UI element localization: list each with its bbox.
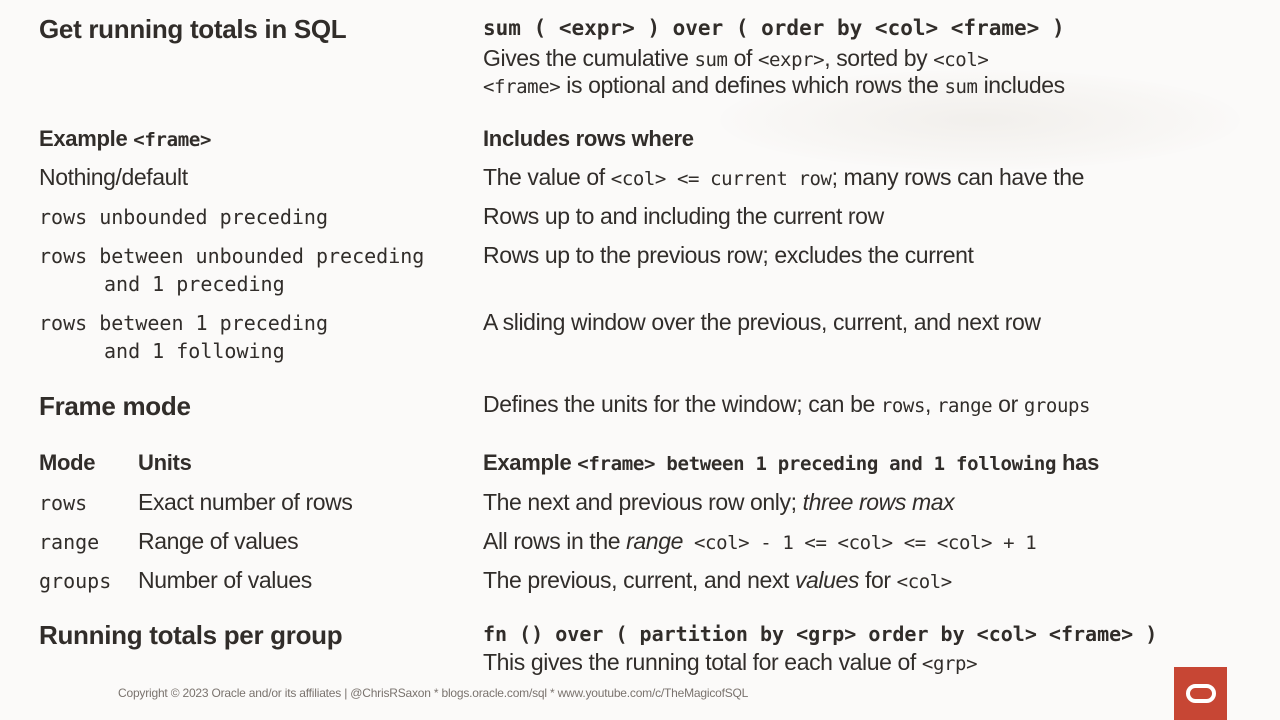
mode-row-0-units: Exact number of rows <box>138 489 353 515</box>
emphasis: range <box>626 528 683 554</box>
mode-row-1-units: Range of values <box>138 528 299 554</box>
mode-row-1-example: All rows in the range <col> - 1 <= <col>… <box>483 528 1037 555</box>
oracle-logo <box>1174 667 1227 720</box>
code: sum <box>694 49 728 71</box>
code: <expr> <box>757 49 825 71</box>
per-group-code: fn () over ( partition by <grp> order by… <box>483 622 1158 646</box>
code: range <box>936 395 993 417</box>
frame-row-0-frame: Nothing/default <box>39 164 188 190</box>
text: , sorted by <box>824 45 934 71</box>
page-title: Get running totals in SQL <box>39 14 347 44</box>
frame-mode-heading: Frame mode <box>39 391 191 421</box>
code: <frame> <box>483 76 561 98</box>
text: is optional and defines which rows the <box>560 72 945 98</box>
frame-row-2-frame: rows between unbounded preceding <box>39 244 425 268</box>
emphasis: values <box>794 567 860 593</box>
text: for <box>859 567 897 593</box>
text: Gives the cumulative <box>483 45 695 71</box>
text: includes <box>977 72 1066 98</box>
frame-table-header-includes: Includes rows where <box>483 126 694 151</box>
frame-row-2-frame-cont: and 1 preceding <box>104 272 285 296</box>
text: Example <box>39 126 134 151</box>
text: The previous, current, and next <box>483 567 795 593</box>
mode-table-header-mode: Mode <box>39 450 96 475</box>
mode-row-2-example: The previous, current, and next values f… <box>483 567 952 594</box>
mode-row-0-mode: rows <box>39 491 88 515</box>
code: <frame> <box>133 129 212 151</box>
text: The value of <box>483 164 611 190</box>
frame-row-3-desc: A sliding window over the previous, curr… <box>483 309 1041 335</box>
syntax-desc-line2: <frame> is optional and defines which ro… <box>483 72 1065 99</box>
code: rows <box>880 395 926 417</box>
code: <col> - 1 <= <col> <= <col> + 1 <box>682 532 1037 554</box>
frame-row-3-frame: rows between 1 preceding <box>39 311 328 335</box>
code: <grp> <box>921 653 978 675</box>
frame-row-1-desc: Rows up to and including the current row <box>483 203 884 229</box>
mode-row-2-units: Number of values <box>138 567 312 593</box>
per-group-heading: Running totals per group <box>39 620 343 650</box>
mode-row-0-example: The next and previous row only; three ro… <box>483 489 955 516</box>
text: has <box>1056 450 1100 475</box>
text: This gives the running total for each va… <box>483 649 922 675</box>
emphasis: three rows max <box>802 489 955 515</box>
frame-row-0-desc: The value of <col> <= current row; many … <box>483 164 1084 191</box>
oracle-logo-icon <box>1185 684 1216 703</box>
text: Defines the units for the window; can be <box>483 391 881 417</box>
per-group-desc: This gives the running total for each va… <box>483 649 978 676</box>
frame-table-header-example: Example <frame> <box>39 126 212 152</box>
text: ; many rows can have the <box>831 164 1085 190</box>
code: <col> <box>933 49 989 71</box>
text: The next and previous row only; <box>483 489 803 515</box>
text: of <box>727 45 758 71</box>
text: , <box>925 391 937 417</box>
code: groups <box>1023 395 1091 417</box>
text: Example <box>483 450 578 475</box>
frame-row-2-desc: Rows up to the previous row; excludes th… <box>483 242 974 268</box>
frame-mode-desc: Defines the units for the window; can be… <box>483 391 1090 418</box>
text: or <box>992 391 1024 417</box>
mode-row-2-mode: groups <box>39 569 112 593</box>
frame-row-1-frame: rows unbounded preceding <box>39 205 328 229</box>
code: <col> <= current row <box>610 168 832 190</box>
code: <col> <box>896 571 953 593</box>
syntax-code: sum ( <expr> ) over ( order by <col> <fr… <box>483 16 1065 40</box>
copyright-footer: Copyright © 2023 Oracle and/or its affil… <box>118 686 749 700</box>
mode-table-header-example: Example <frame> between 1 preceding and … <box>483 450 1099 476</box>
syntax-desc-line1: Gives the cumulative sum of <expr>, sort… <box>483 45 989 72</box>
text: All rows in the <box>483 528 627 554</box>
code: <frame> between 1 preceding and 1 follow… <box>577 453 1057 475</box>
mode-row-1-mode: range <box>39 530 100 554</box>
frame-row-3-frame-cont: and 1 following <box>104 339 285 363</box>
code: sum <box>944 76 978 98</box>
mode-table-header-units: Units <box>138 450 192 475</box>
